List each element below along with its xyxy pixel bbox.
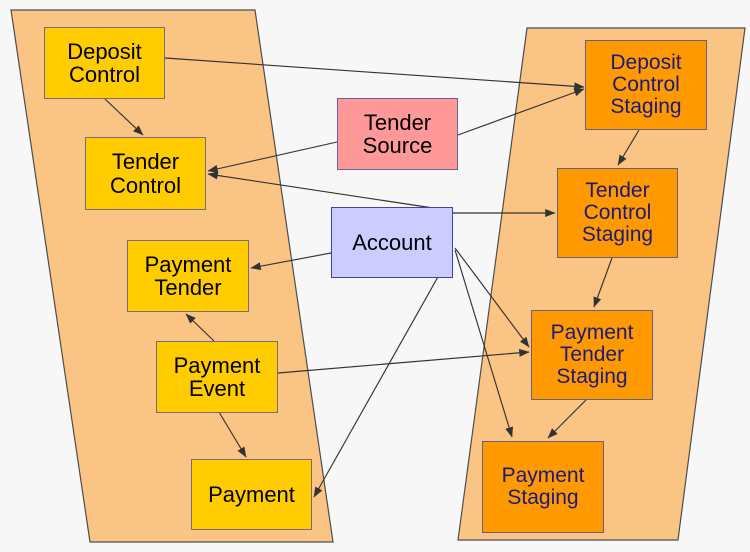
node-payment-staging[interactable]: Payment Staging [482,441,604,533]
node-deposit-control-staging[interactable]: Deposit Control Staging [585,40,707,130]
node-payment-tender[interactable]: Payment Tender [127,240,249,312]
node-payment-tender-staging[interactable]: Payment Tender Staging [531,310,653,400]
node-payment[interactable]: Payment [191,459,312,530]
node-tender-source[interactable]: Tender Source [337,98,458,170]
node-tender-control[interactable]: Tender Control [85,137,206,210]
node-account[interactable]: Account [331,207,453,278]
node-tender-control-staging[interactable]: Tender Control Staging [557,168,678,258]
node-deposit-control[interactable]: Deposit Control [44,27,165,99]
node-payment-event[interactable]: Payment Event [156,341,278,413]
